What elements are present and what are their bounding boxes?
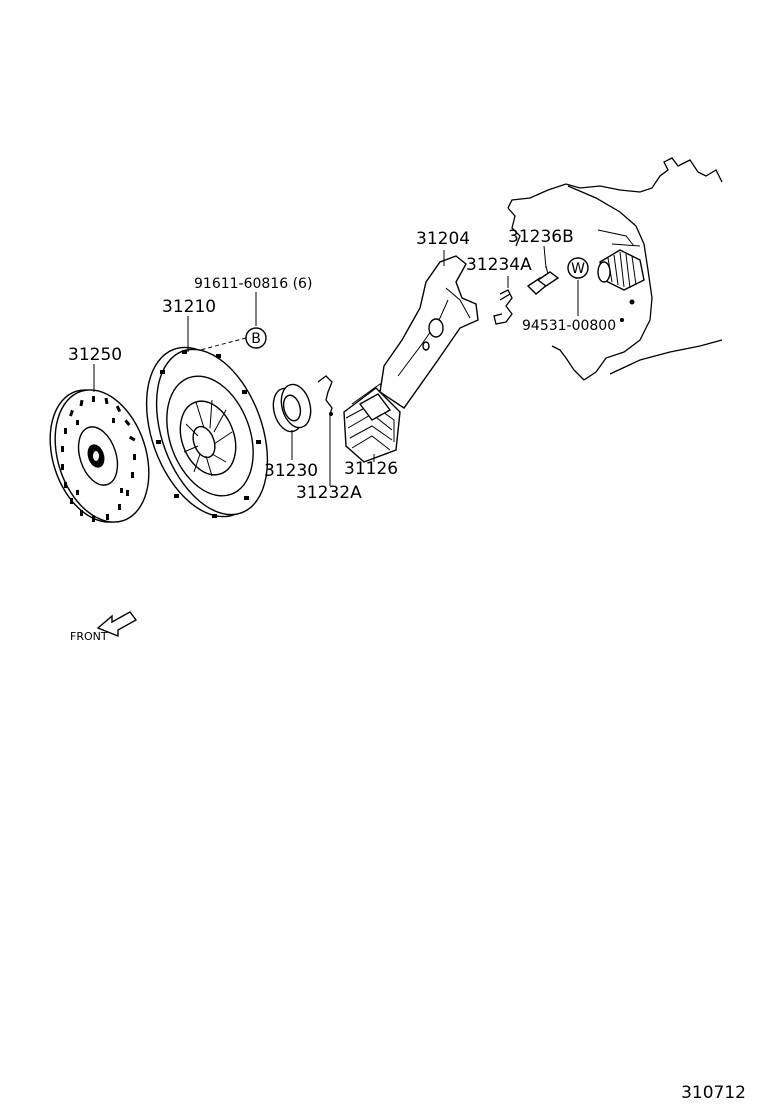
label-cover-bolt: 91611-60816 (6) (194, 276, 312, 292)
label-release-fork-boot: 31126 (344, 459, 398, 479)
label-fork-support: 31236B (508, 227, 574, 247)
release-bearing-clip (317, 375, 333, 416)
bolt-marker-label: B (251, 331, 261, 347)
clutch-disc (49, 389, 150, 523)
clutch-cover (145, 346, 269, 518)
transmission-housing (507, 157, 723, 381)
label-fork-support-spring: 31234A (466, 255, 532, 275)
label-clutch-disc: 31250 (68, 345, 122, 365)
input-shaft (597, 249, 645, 291)
grease-marker: W (567, 257, 589, 279)
front-direction-indicator: FRONT (70, 611, 138, 643)
label-release-fork: 31204 (416, 229, 470, 249)
fork-support (526, 265, 560, 295)
fork-support-spring (493, 289, 513, 325)
drawing-number: 310712 (681, 1083, 746, 1103)
release-fork (379, 255, 479, 409)
label-clutch-cover: 31210 (162, 297, 216, 317)
label-release-bearing: 31230 (264, 461, 318, 481)
leader-lines (93, 245, 579, 486)
label-release-bearing-clip: 31232A (296, 483, 362, 503)
release-fork-boot (343, 383, 401, 463)
bolt-marker: B (245, 327, 267, 349)
label-grease-part: 94531-00800 (522, 318, 616, 334)
release-bearing (272, 383, 312, 433)
front-arrow-icon (96, 611, 138, 638)
front-label: FRONT (70, 630, 108, 643)
grease-marker-label: W (571, 261, 585, 277)
